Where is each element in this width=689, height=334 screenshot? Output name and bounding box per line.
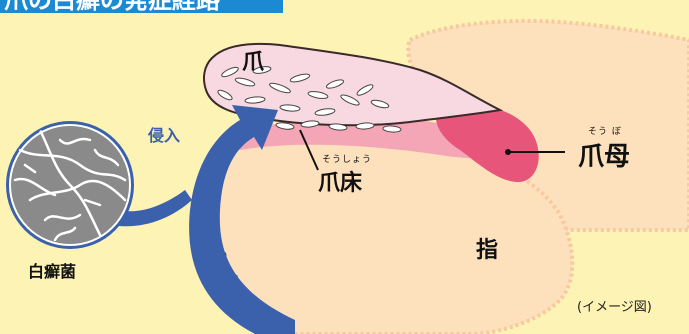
- label-nail-bed: 爪床: [318, 165, 362, 197]
- label-nail: 爪: [242, 44, 264, 76]
- caption: (イメージ図): [577, 296, 652, 315]
- label-fungus: 白癬菌: [28, 258, 76, 282]
- label-invasion: 侵入: [148, 122, 180, 146]
- label-finger: 指: [476, 232, 498, 264]
- label-matrix: 爪母: [578, 136, 630, 173]
- label-nail-bed-reading: そうしょう: [322, 152, 372, 165]
- matrix-leader-dot: [505, 149, 511, 155]
